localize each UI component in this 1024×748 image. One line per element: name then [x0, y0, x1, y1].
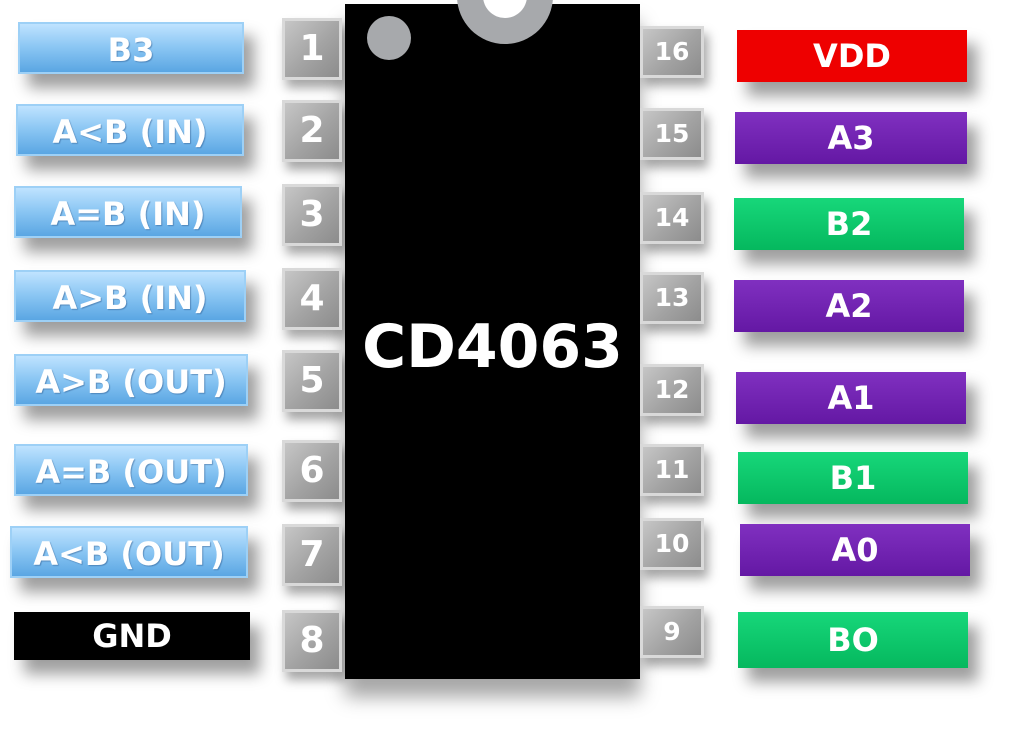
chip-name: CD4063 — [362, 312, 623, 382]
pin-number-2: 2 — [282, 100, 342, 162]
pin-label-11: B1 — [738, 452, 968, 504]
pin-label-9: BO — [738, 612, 968, 668]
pin-number-8: 8 — [282, 610, 342, 672]
pin-number-7: 7 — [282, 524, 342, 586]
pin-label-12: A1 — [736, 372, 966, 424]
pin-label-14: B2 — [734, 198, 964, 250]
pin-number-11: 11 — [640, 444, 704, 496]
pin-number-3: 3 — [282, 184, 342, 246]
pin-label-6: A=B (OUT) — [14, 444, 248, 496]
pin-label-5: A>B (OUT) — [14, 354, 248, 406]
pin-number-10: 10 — [640, 518, 704, 570]
pin-label-13: A2 — [734, 280, 964, 332]
pin-label-15: A3 — [735, 112, 967, 164]
pin-label-1: B3 — [18, 22, 244, 74]
pin-label-16: VDD — [737, 30, 967, 82]
pin-number-13: 13 — [640, 272, 704, 324]
chip-orientation-notch — [457, 0, 553, 44]
pin-number-5: 5 — [282, 350, 342, 412]
pin-number-6: 6 — [282, 440, 342, 502]
pin-number-9: 9 — [640, 606, 704, 658]
pin-number-1: 1 — [282, 18, 342, 80]
pin-label-2: A<B (IN) — [16, 104, 244, 156]
pin-number-16: 16 — [640, 26, 704, 78]
pin-label-8: GND — [14, 612, 250, 660]
pin-number-14: 14 — [640, 192, 704, 244]
pin1-indicator-dot — [367, 16, 411, 60]
pin-label-7: A<B (OUT) — [10, 526, 248, 578]
pin-number-4: 4 — [282, 268, 342, 330]
pin-number-12: 12 — [640, 364, 704, 416]
pin-number-15: 15 — [640, 108, 704, 160]
ic-chip-body: CD4063 — [345, 0, 640, 679]
pin-label-10: A0 — [740, 524, 970, 576]
pin-label-3: A=B (IN) — [14, 186, 242, 238]
pin-label-4: A>B (IN) — [14, 270, 246, 322]
